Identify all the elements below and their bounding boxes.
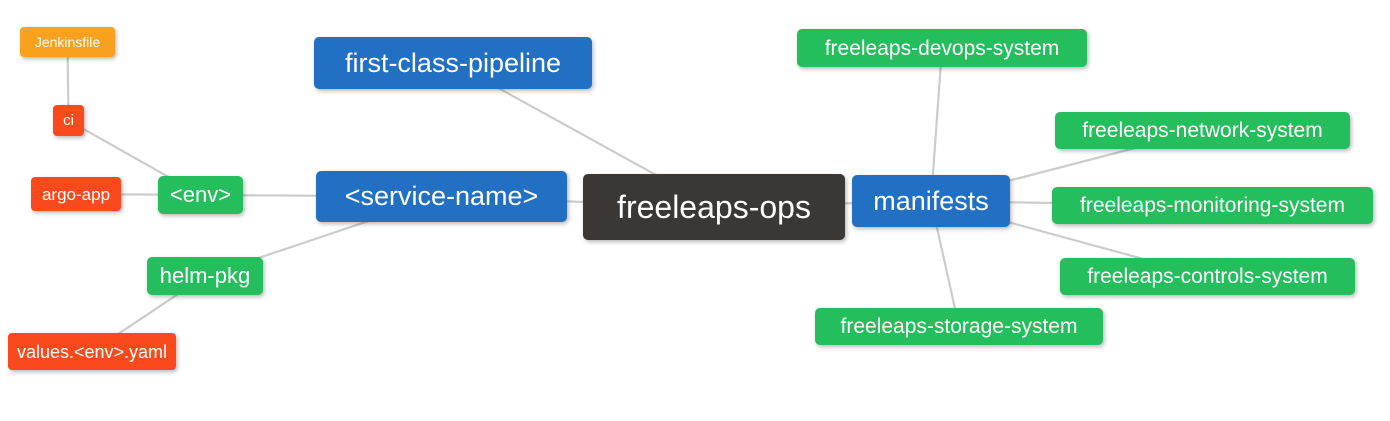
node-jenkinsfile[interactable]: Jenkinsfile (20, 27, 115, 57)
node-freeleaps-ops-root[interactable]: freeleaps-ops (583, 174, 845, 240)
node-freeleaps-network-system[interactable]: freeleaps-network-system (1055, 112, 1350, 149)
node-freeleaps-monitoring-system[interactable]: freeleaps-monitoring-system (1052, 187, 1373, 224)
node-first-class-pipeline[interactable]: first-class-pipeline (314, 37, 592, 89)
node-helm-pkg[interactable]: helm-pkg (147, 257, 263, 295)
node-freeleaps-devops-system[interactable]: freeleaps-devops-system (797, 29, 1087, 67)
node-freeleaps-controls-system[interactable]: freeleaps-controls-system (1060, 258, 1355, 295)
node-argo-app[interactable]: argo-app (31, 177, 121, 211)
node-freeleaps-storage-system[interactable]: freeleaps-storage-system (815, 308, 1103, 345)
node-values-env-yaml[interactable]: values.<env>.yaml (8, 333, 176, 370)
node-service-name[interactable]: <service-name> (316, 171, 567, 222)
node-env[interactable]: <env> (158, 176, 243, 214)
node-ci[interactable]: ci (53, 105, 84, 136)
node-manifests[interactable]: manifests (852, 175, 1010, 227)
